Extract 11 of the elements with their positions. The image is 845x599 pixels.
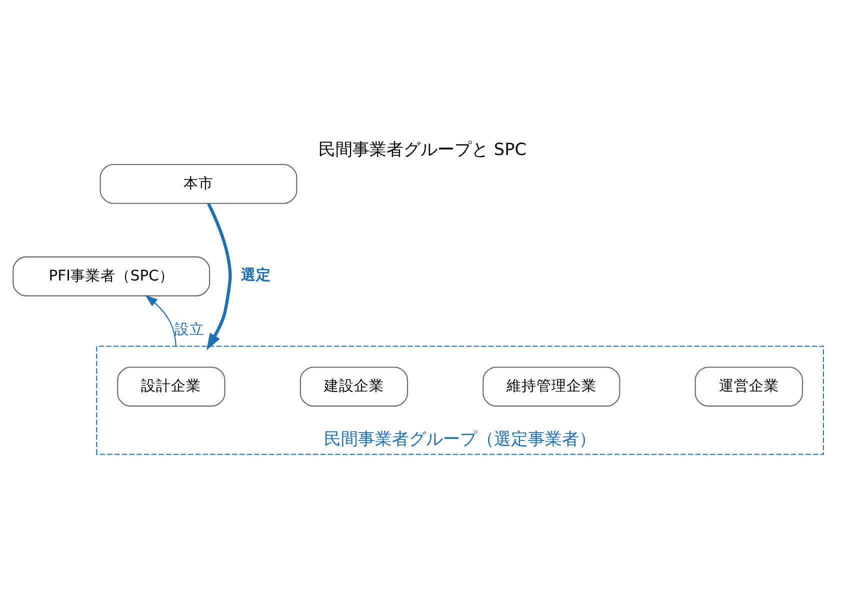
edge-label: 設立 [174,320,205,338]
diagram-title: 民間事業者グループと SPC [318,138,526,158]
edge-label: 選定 [241,266,272,284]
node-box: 運営企業 [694,366,803,406]
node-box: 維持管理企業 [482,366,620,406]
arrow [206,202,232,350]
node-box: PFI事業者（SPC） [12,256,210,296]
node-box: 建設企業 [300,366,408,406]
arrow [145,294,176,346]
node-box: 本市 [100,163,298,204]
node-box: 設計企業 [117,366,226,406]
